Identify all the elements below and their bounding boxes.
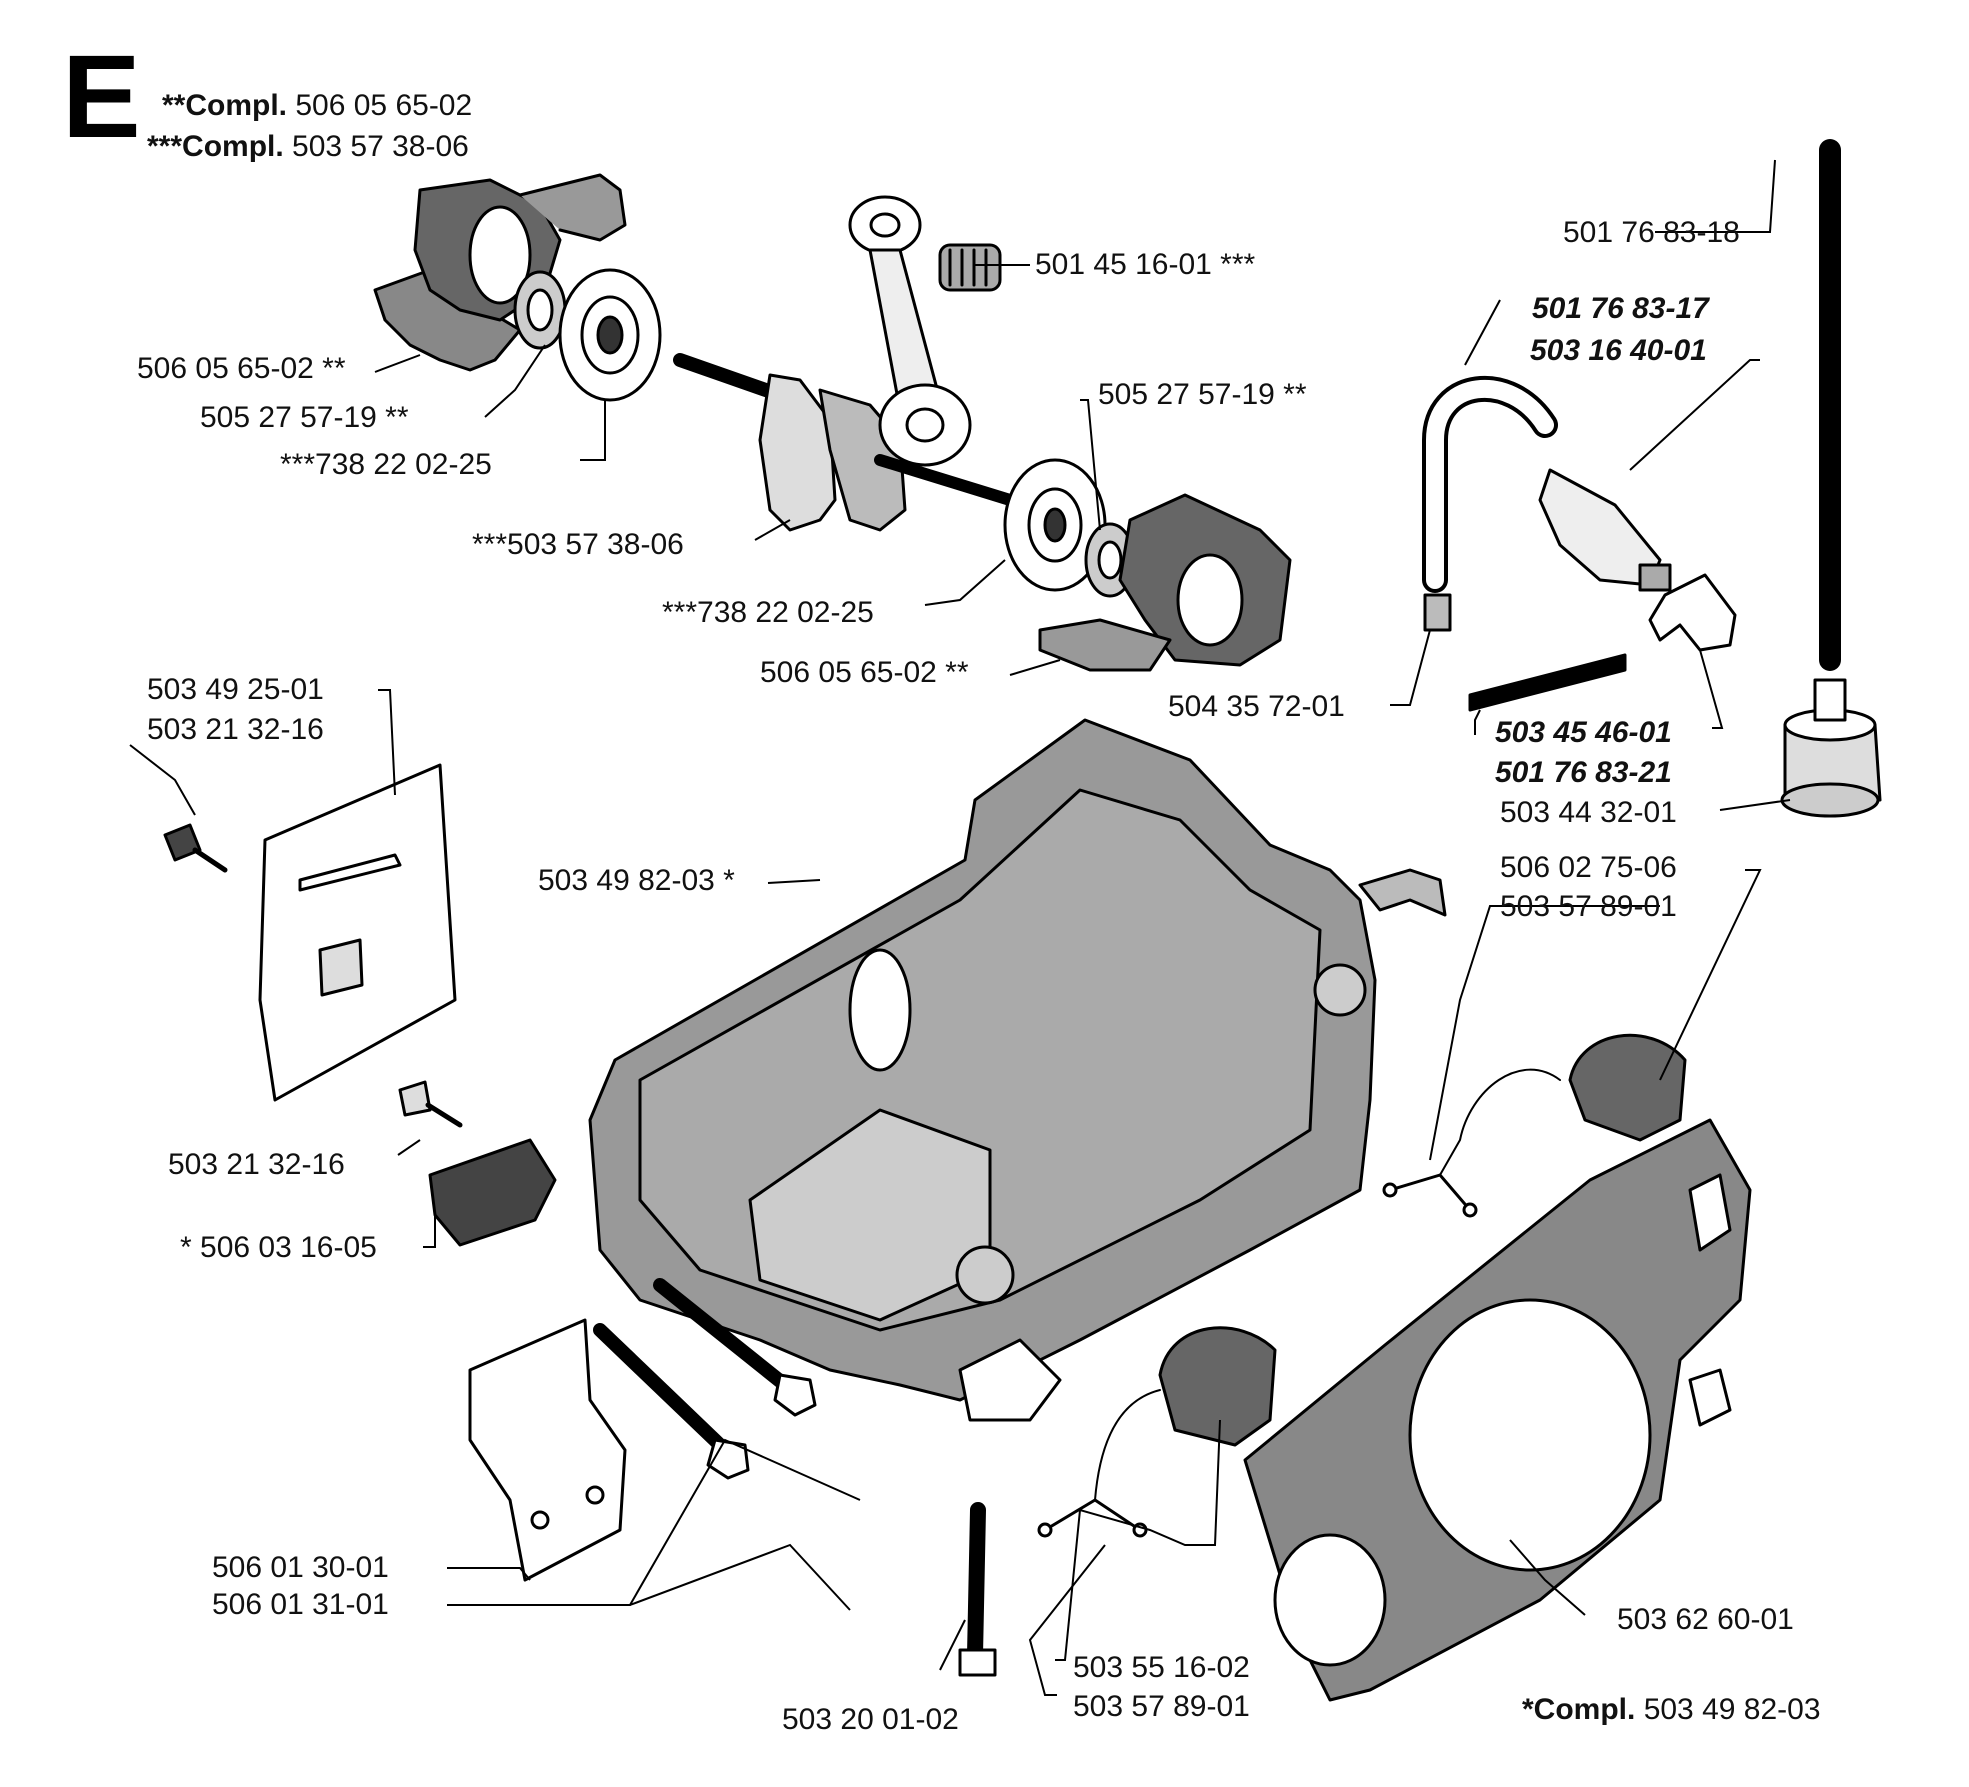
fuel-filter-small (1538, 468, 1672, 592)
part-label: 503 57 89-01 (1073, 1690, 1250, 1723)
part-label: 501 45 16-01 *** (1035, 248, 1256, 281)
part-label: 506 05 65-02 ** (137, 352, 346, 385)
compl-note-triple-star: ***Compl. 503 57 38-06 (147, 132, 469, 162)
connecting-rod (848, 195, 972, 467)
part-label: 506 05 65-02 ** (760, 656, 969, 689)
part-label: 503 49 82-03 * (538, 864, 735, 897)
part-label: 503 21 32-16 (147, 713, 324, 746)
part-label: 506 02 75-06 (1500, 851, 1677, 884)
part-label: 503 62 60-01 (1617, 1603, 1794, 1636)
part-label: ***738 22 02-25 (662, 596, 874, 629)
fuel-hose (1422, 375, 1558, 593)
compl-part: 503 49 82-03 (1643, 1693, 1821, 1726)
chain-catcher (468, 1318, 627, 1582)
part-label: 503 55 16-02 (1073, 1651, 1250, 1684)
compl-part: 503 57 38-06 (292, 130, 469, 163)
part-label: 506 01 31-01 (212, 1588, 389, 1621)
side-plate (1243, 1118, 1752, 1702)
part-label: 506 01 30-01 (212, 1551, 389, 1584)
crankshaft (673, 353, 1016, 532)
part-label: ***503 57 38-06 (472, 528, 684, 561)
needle-bearing (938, 243, 1002, 292)
part-label: 503 21 32-16 (168, 1148, 345, 1181)
crankcase (588, 718, 1447, 1422)
section-letter: E (62, 31, 141, 163)
seal-left (513, 270, 567, 350)
guide-plate (258, 763, 457, 1102)
compl-note-single-star: *Compl. 503 49 82-03 (1522, 1695, 1821, 1725)
compl-mark: *Compl. (1522, 1693, 1636, 1726)
compl-part: 506 05 65-02 (295, 89, 473, 122)
part-label: ***738 22 02-25 (280, 448, 492, 481)
part-label: 505 27 57-19 ** (1098, 378, 1307, 411)
part-label: 504 35 72-01 (1168, 690, 1345, 723)
pickup-filter (1780, 678, 1882, 818)
bearing-housing-right (1038, 493, 1292, 672)
bracket (428, 1138, 557, 1247)
part-label: 503 49 25-01 (147, 673, 324, 706)
part-label: 503 45 46-01 (1495, 716, 1672, 749)
small-insert (1423, 593, 1452, 632)
part-label: 503 20 01-02 (782, 1703, 959, 1736)
bolt-vertical (958, 1502, 997, 1677)
bolt-lower (593, 1323, 750, 1480)
part-label: 503 44 32-01 (1500, 796, 1677, 829)
bolt-upper (653, 1278, 817, 1417)
part-label: 503 16 40-01 (1530, 334, 1707, 367)
screw-mid (398, 1080, 463, 1128)
leader-lines (129, 159, 1791, 1696)
bearing-left (558, 268, 662, 402)
part-label: 501 76 83-21 (1495, 756, 1672, 789)
compl-mark: **Compl. (162, 89, 288, 122)
short-tube (1468, 653, 1627, 712)
part-label: 501 76 83-17 (1532, 292, 1709, 325)
compl-mark: ***Compl. (147, 130, 284, 163)
screw-top (163, 823, 228, 873)
strainer-lower (1037, 1326, 1277, 1538)
strainer-upper (1382, 1033, 1687, 1218)
part-label: * 506 03 16-05 (180, 1231, 377, 1264)
part-label: 505 27 57-19 ** (200, 401, 409, 434)
compl-note-double-star: **Compl. 506 05 65-02 (162, 91, 472, 121)
part-label: 503 57 89-01 (1500, 890, 1677, 923)
part-label: 501 76 83-18 (1563, 216, 1740, 249)
